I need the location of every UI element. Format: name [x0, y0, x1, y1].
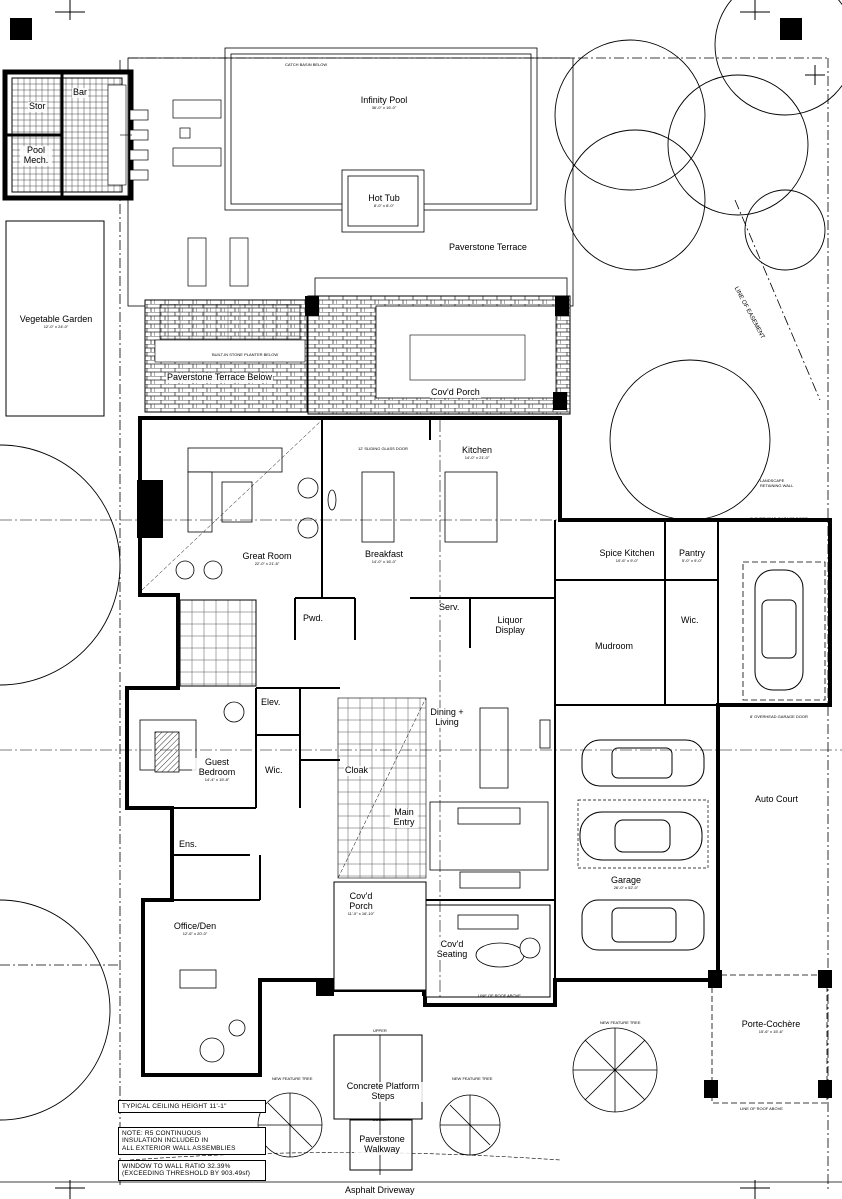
dining-living-label: Dining + Living [428, 707, 466, 728]
covd-porch-front-dim: 11'-0" x 16'-10" [347, 910, 375, 916]
wic-mudroom-label: Wic. [680, 615, 700, 626]
asphalt-driveway-label: Asphalt Driveway [344, 1185, 416, 1196]
vegetable-garden-label: Vegetable Garden [19, 314, 93, 324]
feature-tree-label-2: NEW FEATURE TREE [452, 1076, 493, 1081]
covd-porch-front-label: Cov'd Porch [349, 891, 373, 911]
feature-tree-label-1: NEW FEATURE TREE [272, 1076, 313, 1081]
catch-basin-label: CATCH BASIN BELOW [285, 62, 328, 67]
paverstone-terrace-below-label: Paverstone Terrace Below [166, 372, 273, 383]
porte-cochere-outline [711, 974, 828, 1104]
kitchen-dim: 14'-0" x 21'-0" [464, 454, 490, 460]
roof-above-label: LINE OF ROOF ABOVE [478, 993, 521, 998]
pantry-label: Pantry [678, 548, 705, 558]
pool-mech-label: Pool Mech. [20, 145, 52, 166]
covd-seating-label: Cov'd Seating [432, 939, 472, 960]
wic-guest-label: Wic. [264, 765, 284, 776]
concrete-steps-label: Concrete Platform Steps [342, 1081, 424, 1102]
feature-trees [257, 1027, 658, 1158]
guest-bedroom-dim: 14'-4" x 15'-8" [204, 776, 230, 782]
window-ratio-note-1: WINDOW TO WALL RATIO 32.39% [122, 1163, 231, 1170]
spice-kitchen-dim: 10'-6" x 9'-0" [615, 557, 639, 563]
liquor-display-label: Liquor Display [488, 615, 532, 636]
pwd-label: Pwd. [302, 613, 325, 624]
cloak-label: Cloak [344, 765, 370, 776]
great-room-label: Great Room [242, 551, 292, 561]
guest-bedroom-label: Guest Bedroom [198, 757, 236, 777]
elev-label: Elev. [260, 697, 282, 708]
garage-door-label: 8' OVERHEAD GARAGE DOOR [750, 516, 808, 521]
interior-walls [143, 418, 719, 980]
insulation-note-3: ALL EXTERIOR WALL ASSEMBLIES [122, 1144, 236, 1152]
hot-tub-label: Hot Tub [368, 193, 400, 203]
ens-label: Ens. [178, 839, 199, 850]
main-entry-label: Main Entry [390, 807, 418, 828]
paverstone-walkway-label: Paverstone Walkway [354, 1134, 410, 1155]
vegetable-garden-dim: 12'-0" x 24'-0" [43, 323, 69, 329]
auto-court-label: Auto Court [754, 794, 800, 805]
vegetable-garden [5, 220, 105, 417]
stor-label: Stor [28, 101, 47, 112]
great-room-dim: 22'-0" x 21'-6" [254, 560, 280, 566]
paverstone-terrace-label: Paverstone Terrace [448, 242, 528, 253]
sliding-door-label: 12' SLIDING GLASS DOOR [358, 446, 408, 451]
concrete-steps [333, 1034, 423, 1120]
corner-mark-tr [780, 18, 802, 40]
office-den-dim: 12'-6" x 20'-0" [182, 930, 208, 936]
lower-label: LOWER [373, 1117, 388, 1122]
insulation-note-2: INSULATION INCLUDED IN [122, 1137, 209, 1145]
breakfast-label: Breakfast [364, 549, 404, 559]
porte-cochere-dim: 15'-6" x 15'-6" [758, 1028, 784, 1034]
serv-label: Serv. [438, 602, 461, 613]
garage-door-label-2: 8' OVERHEAD GARAGE DOOR [750, 714, 808, 719]
infinity-pool-label: Infinity Pool [360, 95, 408, 105]
garage-label: Garage [610, 875, 642, 885]
garage-dim: 26'-0" x 52'-0" [613, 884, 639, 890]
cars [579, 569, 804, 951]
kitchen-label: Kitchen [461, 445, 493, 455]
terrace-outline [127, 47, 574, 307]
window-ratio-note-2: (EXCEEDING THRESHOLD BY 903.49sf) [122, 1170, 251, 1178]
feature-tree-label-3: NEW FEATURE TREE [600, 1020, 641, 1025]
upper-label: UPPER [373, 1028, 387, 1033]
office-den-label: Office/Den [173, 921, 217, 931]
spice-kitchen-label: Spice Kitchen [599, 548, 655, 558]
retaining-wall-label: LANDSCAPE RETAINING WALL [760, 478, 794, 488]
infinity-pool-dim: 36'-0" x 16'-0" [371, 104, 397, 110]
porte-cochere-label: Porte-Cochère [741, 1019, 801, 1029]
roof-above-label-2: LINE OF ROOF ABOVE [740, 1106, 783, 1111]
pantry-dim: 5'-0" x 9'-0" [681, 557, 703, 563]
corner-mark-tl [10, 18, 32, 40]
stair [179, 599, 257, 687]
insulation-note-1: NOTE: R5 CONTINUOUS [122, 1130, 202, 1137]
pool-house [2, 69, 134, 201]
ceiling-note: TYPICAL CEILING HEIGHT 11'-1" [122, 1103, 227, 1110]
planter-label: BUILT-IN STONE PLANTER BELOW [212, 352, 279, 357]
covd-porch-rear-label: Cov'd Porch [430, 387, 481, 398]
bar-label: Bar [72, 87, 89, 98]
breakfast-dim: 14'-0" x 16'-0" [371, 558, 397, 564]
hot-tub-dim: 8'-0" x 8'-0" [373, 202, 395, 208]
mudroom-label: Mudroom [594, 641, 635, 652]
